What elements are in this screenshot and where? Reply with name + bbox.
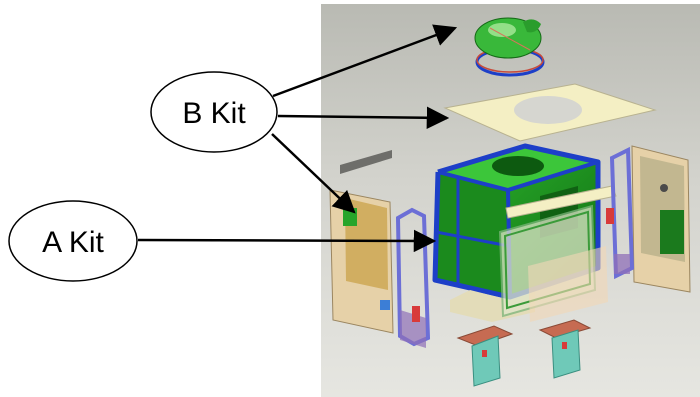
b-kit-arrow-roof-panel [277,106,450,130]
floor-brackets [456,319,592,387]
roof-panel [340,83,657,174]
trim-strip [505,185,617,219]
right-door [606,145,691,293]
a-kit-callout: A Kit [8,200,138,282]
callout-arrows [137,24,458,253]
b-kit-arrow-left-door [271,133,356,214]
a-kit-label: A Kit [42,226,104,259]
rear-glass [498,204,608,322]
b-kit-callout: B Kit [150,71,278,153]
b-kit-label: B Kit [182,97,246,130]
b-kit-arrow-roof-hatch [272,24,458,98]
a-kit-arrow-cab [137,229,437,253]
left-door [329,189,431,348]
roof-hatch [474,17,545,77]
